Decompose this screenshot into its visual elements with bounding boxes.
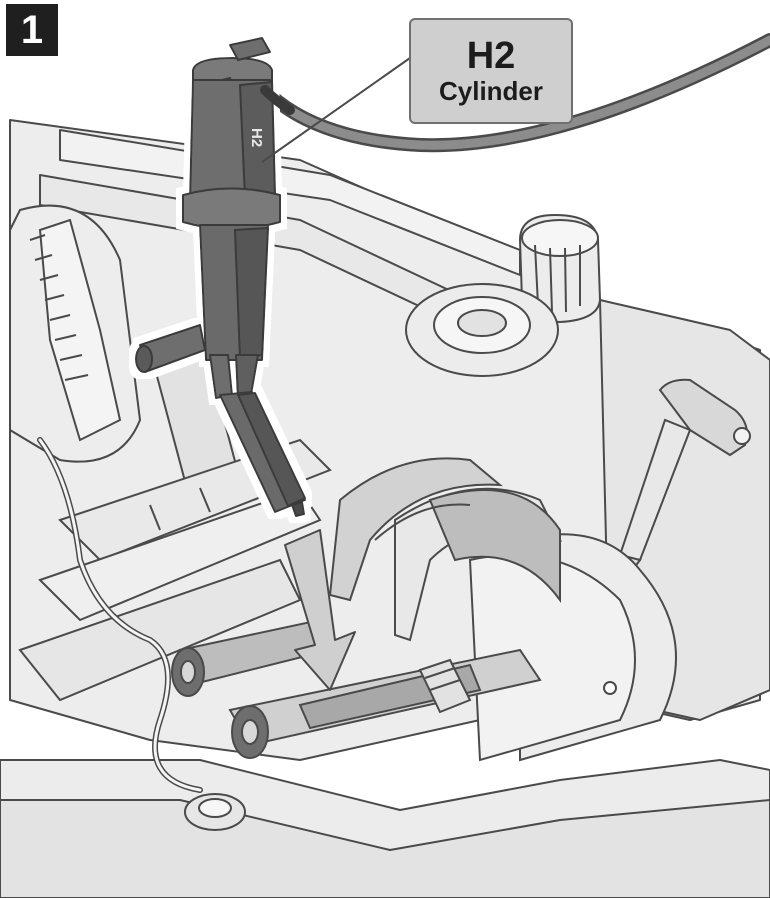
part-callout-label: H2 Cylinder [409, 18, 573, 124]
gear-housing [9, 204, 242, 502]
cylinder-hose [260, 85, 295, 115]
arrow-down-icon [284, 529, 356, 691]
adjuster-knob [405, 213, 602, 377]
callout-title: H2 [466, 35, 516, 77]
part-marking-label: H2 [248, 128, 265, 147]
front-post [184, 793, 246, 831]
callout-leader-line [261, 57, 411, 163]
h2-cylinder-part [135, 37, 306, 517]
step-number-badge: 1 [6, 4, 58, 56]
shaft-clip [418, 658, 472, 714]
roller-shaft [171, 618, 542, 759]
callout-subtitle: Cylinder [438, 76, 544, 106]
cylinder-cradle [328, 457, 563, 642]
